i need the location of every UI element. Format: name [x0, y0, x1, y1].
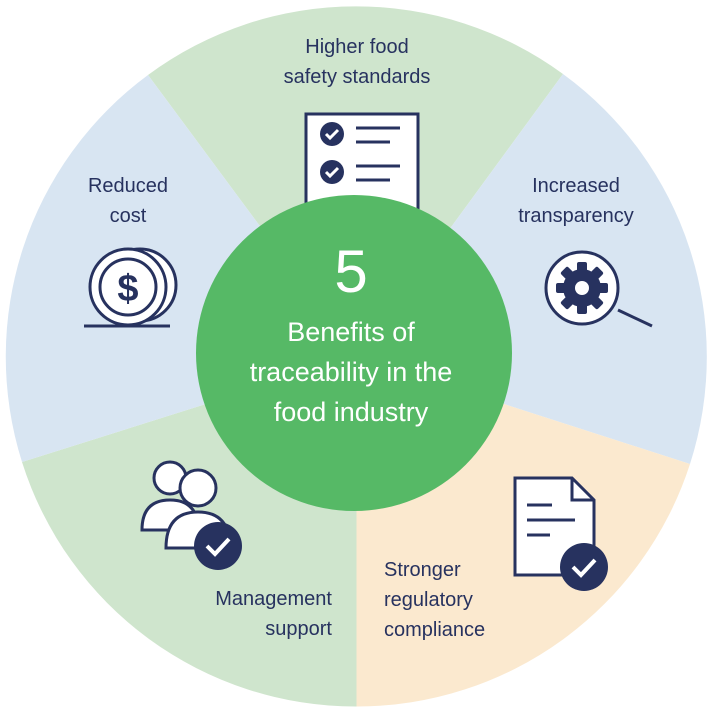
label-line: compliance	[384, 619, 486, 641]
label-line: Management	[215, 588, 332, 610]
label-line: Reduced	[87, 175, 169, 197]
label-transparency: Increased transparency	[496, 171, 656, 231]
label-line: cost	[109, 205, 147, 227]
coin-stack-icon: $	[84, 247, 178, 328]
svg-text:$: $	[117, 268, 138, 310]
label-cost: Reduced cost	[66, 171, 190, 231]
people-check-icon	[140, 460, 242, 570]
label-food-safety: Higher food safety standards	[262, 32, 452, 92]
center-line: food industry	[273, 397, 429, 427]
label-line: support	[265, 618, 332, 640]
label-regulatory: Stronger regulatory compliance	[384, 555, 485, 645]
center-line: Benefits of	[287, 317, 415, 347]
label-line: Stronger	[384, 559, 461, 581]
center-circle	[196, 195, 512, 511]
label-line: Higher food	[305, 36, 409, 58]
label-management: Management support	[168, 584, 332, 644]
label-line: regulatory	[384, 589, 473, 611]
label-line: Increased	[532, 175, 620, 197]
center-line: traceability in the	[249, 357, 453, 387]
label-line: safety standards	[283, 66, 431, 88]
document-check-icon	[513, 476, 608, 591]
center-title: 5 Benefits of traceability in the food i…	[196, 232, 506, 432]
label-line: transparency	[518, 205, 634, 227]
gear-magnifier-icon	[544, 250, 653, 328]
center-number: 5	[334, 238, 368, 305]
